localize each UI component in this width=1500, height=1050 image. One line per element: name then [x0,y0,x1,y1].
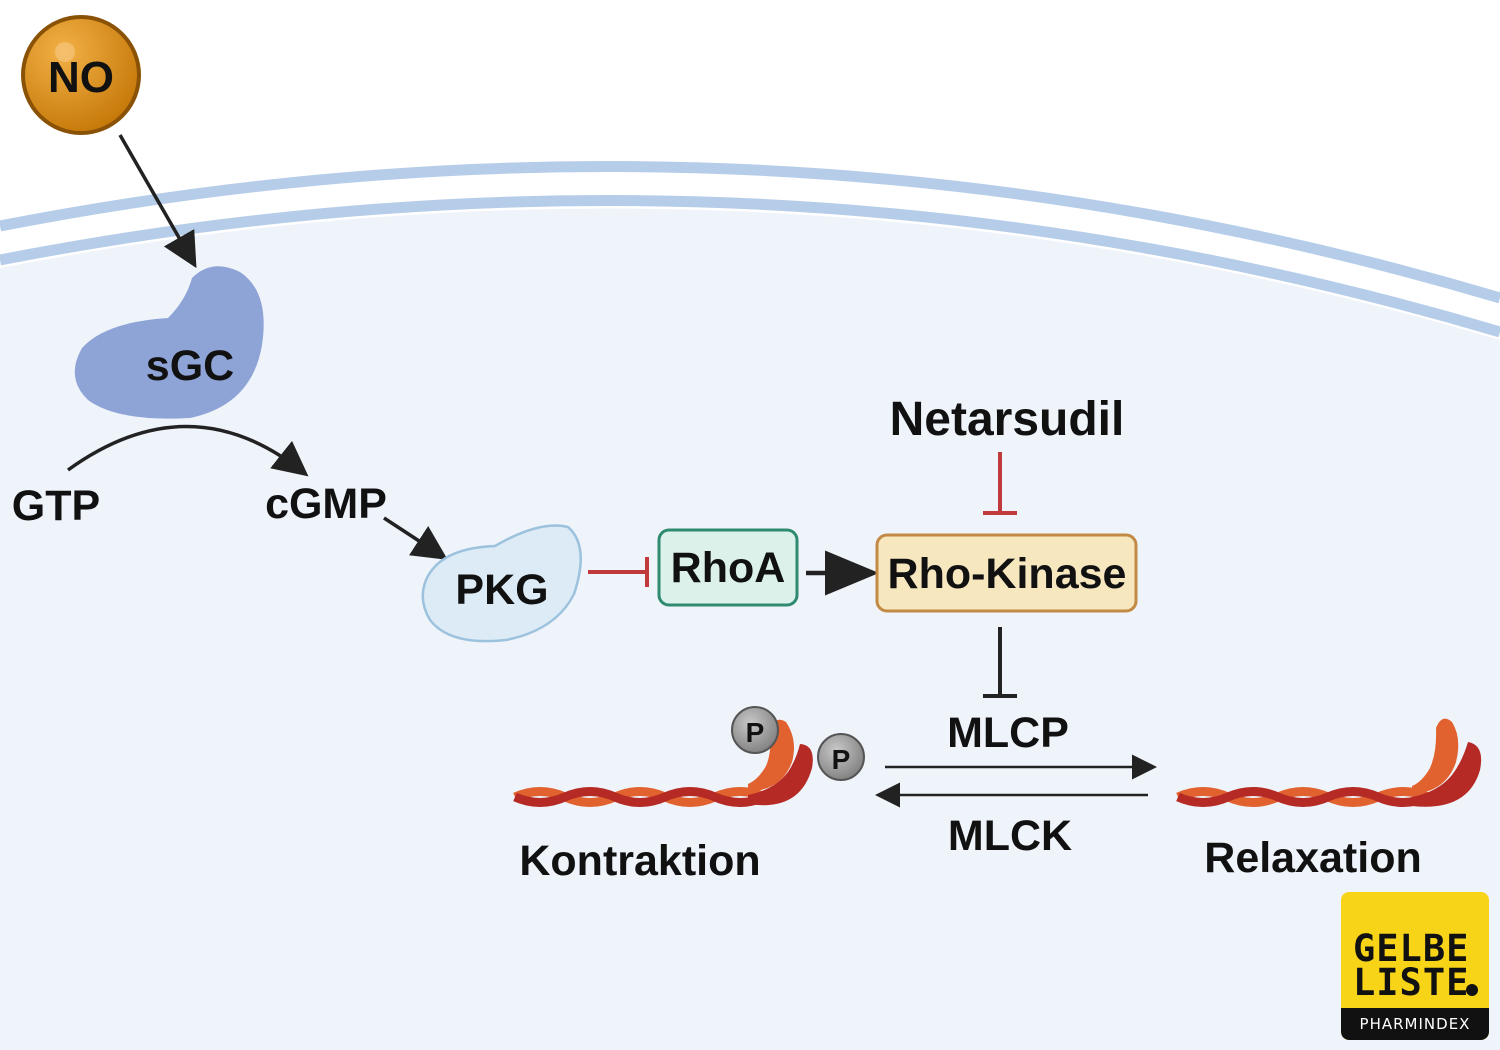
arrow-no-to-sgc [118,134,197,269]
rho-kinase-box: Rho-Kinase [875,533,1138,613]
arrow-gtp-to-cgmp [66,424,309,477]
myosin-phosphorylated: P P [513,706,865,807]
logo-line-3: PHARMINDEX [1359,1015,1471,1033]
inhibition-rho-kinase-mlcp [983,627,1017,698]
cell-interior [0,208,1500,1050]
mlck-label: MLCK [948,812,1072,860]
cgmp-label: cGMP [265,480,387,528]
gelbe-liste-logo: GELBE LISTE PHARMINDEX [1341,892,1489,1040]
kontraktion-label: Kontraktion [519,837,760,885]
rho-kinase-label: Rho-Kinase [888,550,1127,598]
logo-bar [1341,1008,1489,1040]
relaxation-label: Relaxation [1204,834,1421,882]
inhibition-pkg-rhoa [588,557,649,587]
mlcp-label: MLCP [947,709,1069,757]
myosin-relaxed [1176,718,1482,807]
logo-dot [1466,984,1478,996]
phospho-label-1: P [746,717,765,748]
phospho-label-2: P [832,744,851,775]
no-molecule: NO [21,15,141,135]
cell-membrane-inner [0,194,1500,338]
rhoa-box: RhoA [657,528,799,607]
logo-line-2: LISTE [1353,961,1470,1004]
no-label: NO [48,53,114,102]
gtp-label: GTP [12,482,100,530]
pkg-enzyme: PKG [421,524,582,643]
arrow-cgmp-to-pkg [383,516,448,560]
netarsudil-label: Netarsudil [890,393,1125,446]
inhibition-netarsudil-rho-kinase [983,452,1017,515]
cell-membrane-outer [0,160,1500,304]
sgc-label: sGC [146,342,234,390]
rhoa-label: RhoA [671,544,786,592]
sgc-enzyme: sGC [74,266,264,419]
pkg-label: PKG [455,566,548,614]
logo-line-1: GELBE [1353,927,1470,970]
